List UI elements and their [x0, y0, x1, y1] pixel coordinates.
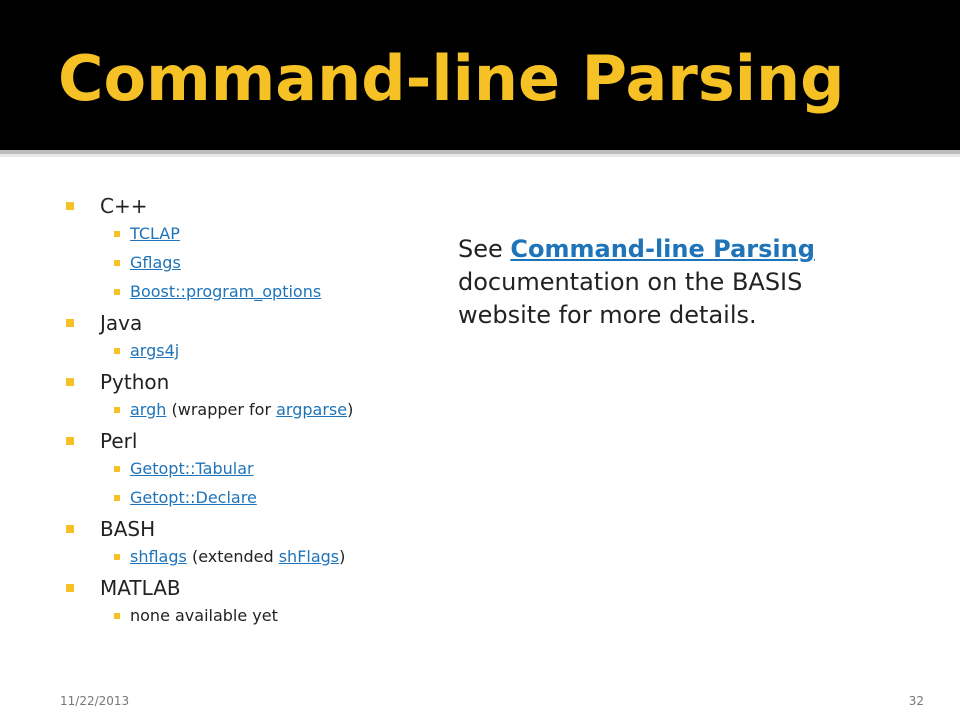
link-getopt-declare[interactable]: Getopt::Declare: [130, 488, 257, 507]
title-bar: Command-line Parsing: [0, 0, 960, 150]
list-item: argh (wrapper for argparse): [100, 399, 353, 421]
bullet-icon: [66, 202, 74, 210]
bullet-icon: [114, 495, 120, 501]
slide-title: Command-line Parsing: [58, 42, 845, 115]
slide-content: C++ TCLAP Gflags Boost::program_options …: [0, 157, 960, 720]
link-gflags[interactable]: Gflags: [130, 253, 181, 272]
sublist: args4j: [100, 340, 353, 362]
link-command-line-parsing-docs[interactable]: Command-line Parsing: [510, 235, 815, 263]
bullet-icon: [114, 407, 120, 413]
list-item-matlab: MATLAB none available yet: [66, 575, 353, 627]
link-argh[interactable]: argh: [130, 400, 167, 419]
language-label: BASH: [100, 517, 156, 541]
bullet-icon: [66, 584, 74, 592]
bullet-icon: [66, 319, 74, 327]
language-label: Perl: [100, 429, 138, 453]
list-item-perl: Perl Getopt::Tabular Getopt::Declare: [66, 428, 353, 509]
bullet-icon: [66, 525, 74, 533]
list-item-bash: BASH shflags (extended shFlags): [66, 516, 353, 568]
bullet-icon: [114, 231, 120, 237]
item-text: ): [347, 400, 354, 419]
item-text: (extended: [186, 547, 279, 566]
item-text: (wrapper for: [166, 400, 277, 419]
page-number: 32: [908, 694, 924, 708]
note-suffix: documentation on the BASIS website for m…: [458, 268, 803, 329]
link-tclap[interactable]: TCLAP: [130, 224, 180, 243]
link-args4j[interactable]: args4j: [130, 341, 180, 360]
link-shflags[interactable]: shflags: [130, 547, 187, 566]
list-item: Gflags: [100, 252, 353, 274]
bullet-icon: [66, 378, 74, 386]
link-argparse[interactable]: argparse: [276, 400, 348, 419]
list-item: shflags (extended shFlags): [100, 546, 353, 568]
note-prefix: See: [458, 235, 511, 263]
sublist: argh (wrapper for argparse): [100, 399, 353, 421]
sublist: shflags (extended shFlags): [100, 546, 353, 568]
bullet-icon: [114, 466, 120, 472]
bullet-icon: [66, 437, 74, 445]
link-shflags-extended[interactable]: shFlags: [278, 547, 340, 566]
bullet-icon: [114, 289, 120, 295]
bullet-icon: [114, 613, 120, 619]
bullet-icon: [114, 348, 120, 354]
sublist: none available yet: [100, 605, 353, 627]
sublist: TCLAP Gflags Boost::program_options: [100, 223, 353, 303]
link-boost-program-options[interactable]: Boost::program_options: [130, 282, 322, 301]
divider: [0, 150, 960, 154]
list-item: args4j: [100, 340, 353, 362]
list-item-cpp: C++ TCLAP Gflags Boost::program_options: [66, 193, 353, 303]
language-label: Python: [100, 370, 170, 394]
documentation-note: See Command-line Parsing documentation o…: [458, 233, 898, 332]
divider-highlight: [0, 154, 960, 157]
list-item-java: Java args4j: [66, 310, 353, 362]
list-item: TCLAP: [100, 223, 353, 245]
language-label: Java: [100, 311, 143, 335]
list-item: Boost::program_options: [100, 281, 353, 303]
item-text: none available yet: [130, 606, 278, 625]
list-item: Getopt::Declare: [100, 487, 353, 509]
language-label: MATLAB: [100, 576, 181, 600]
list-item-python: Python argh (wrapper for argparse): [66, 369, 353, 421]
bullet-icon: [114, 260, 120, 266]
language-label: C++: [100, 194, 148, 218]
item-text: ): [339, 547, 346, 566]
list-item: Getopt::Tabular: [100, 458, 353, 480]
bullet-icon: [114, 554, 120, 560]
link-getopt-tabular[interactable]: Getopt::Tabular: [130, 459, 254, 478]
footer-date: 11/22/2013: [60, 694, 130, 708]
sublist: Getopt::Tabular Getopt::Declare: [100, 458, 353, 509]
language-list: C++ TCLAP Gflags Boost::program_options …: [66, 193, 353, 634]
list-item: none available yet: [100, 605, 353, 627]
